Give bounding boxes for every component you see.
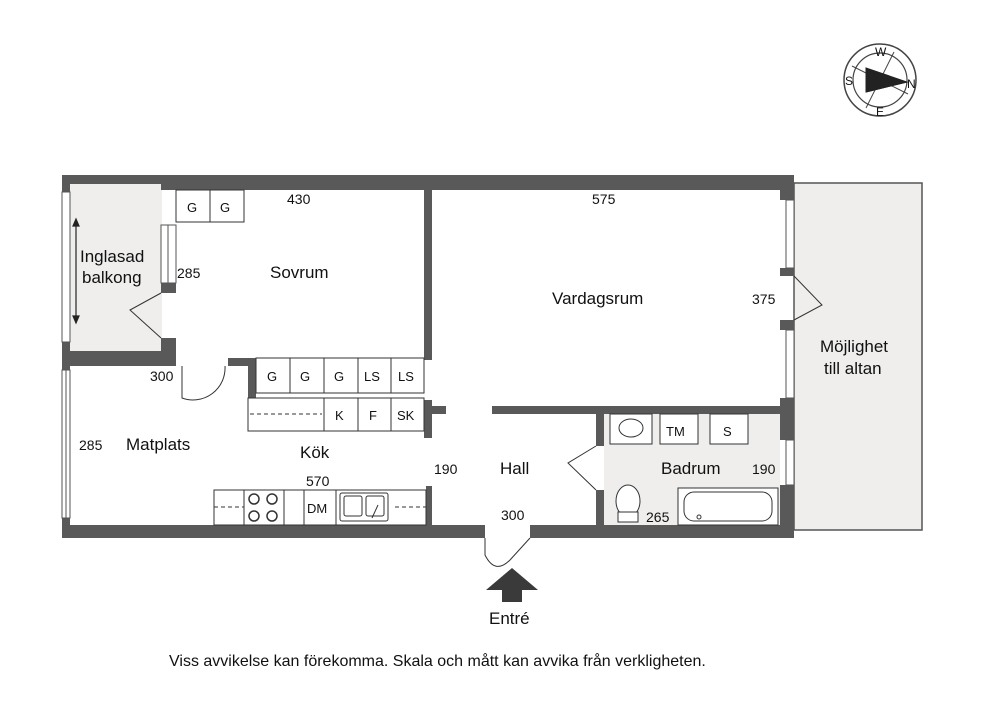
dim-vardagsrum-width: 575 — [592, 191, 616, 207]
dim-matplats-width: 300 — [150, 368, 174, 384]
dim-balkong-depth: 285 — [177, 265, 201, 281]
terrace-area — [793, 182, 923, 531]
compass-icon: W S N E — [843, 43, 917, 119]
windows — [61, 191, 795, 519]
wardrobe-label-1: G — [187, 200, 197, 215]
closet-label-ls2: LS — [398, 369, 414, 384]
balcony-slide-icon — [72, 217, 80, 325]
kitchen-label-sk: SK — [397, 408, 415, 423]
stove-icon — [248, 493, 278, 522]
closet-label-1: G — [267, 369, 277, 384]
bath-label-s: S — [723, 424, 732, 439]
entrance-arrow-icon — [486, 568, 538, 602]
kitchen-label-f: F — [369, 408, 377, 423]
closet-label-2: G — [300, 369, 310, 384]
wardrobes-top — [175, 189, 245, 223]
room-label-badrum: Badrum — [661, 459, 721, 478]
room-label-kok: Kök — [300, 443, 330, 462]
dim-kok-width: 570 — [306, 473, 330, 489]
compass-e: E — [876, 105, 884, 119]
compass-w: W — [875, 45, 887, 59]
entrance-label: Entré — [489, 609, 530, 628]
wardrobe-label-2: G — [220, 200, 230, 215]
bathroom-fixtures — [609, 413, 779, 526]
dim-badrum-width: 265 — [646, 509, 670, 525]
dim-hall-depth: 190 — [434, 461, 458, 477]
room-label-altan-1: Möjlighet — [820, 337, 888, 356]
closet-label-3: G — [334, 369, 344, 384]
room-label-balkong-2: balkong — [82, 268, 142, 287]
walls — [62, 175, 794, 538]
bath-label-tm: TM — [666, 424, 685, 439]
balcony-area — [70, 183, 162, 351]
room-label-matplats: Matplats — [126, 435, 190, 454]
kitchen-label-dm: DM — [307, 501, 327, 516]
room-label-sovrum: Sovrum — [270, 263, 329, 282]
disclaimer-text: Viss avvikelse kan förekomma. Skala och … — [169, 652, 706, 670]
room-label-vardagsrum: Vardagsrum — [552, 289, 643, 308]
kitchen-label-k: K — [335, 408, 344, 423]
dim-badrum-depth: 190 — [752, 461, 776, 477]
compass-s: S — [845, 74, 853, 88]
sink-icon — [339, 492, 389, 522]
kitchen-upper-counter — [247, 397, 425, 432]
closet-label-ls1: LS — [364, 369, 380, 384]
room-label-hall: Hall — [500, 459, 529, 478]
dim-sovrum-width: 430 — [287, 191, 311, 207]
doors — [129, 275, 823, 567]
dim-vardagsrum-depth: 375 — [752, 291, 776, 307]
dim-hall-width: 300 — [501, 507, 525, 523]
dim-matplats-depth: 285 — [79, 437, 103, 453]
room-label-altan-2: till altan — [824, 359, 882, 378]
room-label-balkong-1: Inglasad — [80, 247, 144, 266]
compass-n: N — [907, 77, 916, 91]
